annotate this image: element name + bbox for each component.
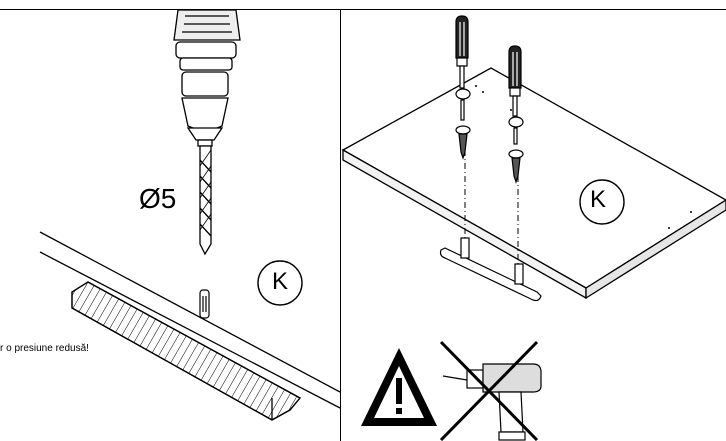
handle-rail — [439, 237, 542, 302]
screwdriver-icon — [455, 15, 471, 160]
drill-icon — [173, 9, 241, 256]
warning-triangle-icon — [361, 348, 437, 426]
note-text: r o presiune redusă! — [0, 343, 89, 354]
part-label-k-right: K — [590, 186, 607, 213]
screwdriver-icon-2 — [508, 45, 524, 184]
dowel-icon — [199, 289, 210, 319]
part-k-circle-right — [579, 179, 625, 225]
drilling-illustration — [39, 9, 341, 421]
part-k-circle — [257, 260, 303, 306]
board-panel — [39, 231, 341, 409]
screwing-illustration — [341, 15, 726, 441]
panel-drilling-step: Ø5 r o presiune redusă! — [0, 0, 341, 441]
part-label-k-left: K — [272, 268, 289, 295]
diameter-label: Ø5 — [139, 183, 177, 214]
board-panel-top — [341, 67, 726, 300]
no-power-drill-icon — [439, 340, 542, 441]
wood-support-block — [71, 281, 302, 421]
panel-divider — [340, 9, 341, 441]
top-border-line — [0, 9, 726, 10]
panel-screwing-step — [341, 0, 726, 441]
